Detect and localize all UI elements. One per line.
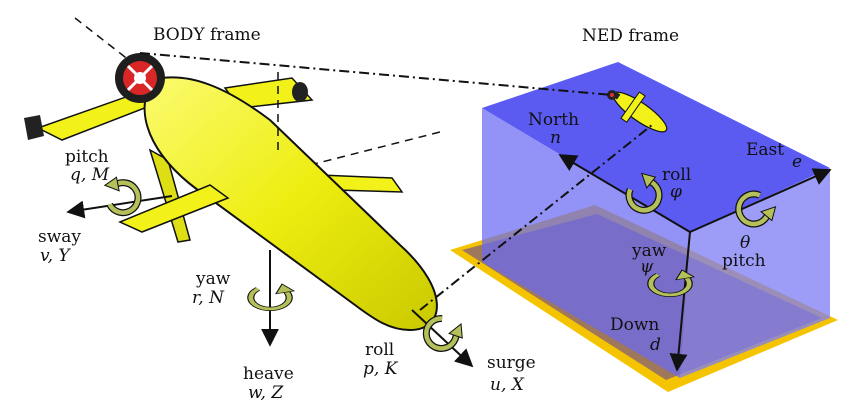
main-thruster (115, 53, 165, 103)
ned-roll-symbol: φ (670, 182, 682, 202)
ned-roll-label: roll (662, 165, 691, 185)
body-sway-symbol: v, Y (40, 246, 71, 266)
ned-north-symbol: n (550, 128, 561, 148)
ned-down-label: Down (610, 315, 659, 335)
ned-pitch-symbol: θ (740, 233, 750, 253)
ned-frame-title: NED frame (582, 26, 679, 46)
body-roll-label: roll (365, 340, 394, 360)
ned-east-label: East (746, 140, 784, 160)
connector-bottom (419, 124, 653, 311)
rear-left-propeller (24, 115, 44, 140)
ned-pitch-label: pitch (722, 251, 766, 271)
body-yaw-arrow (247, 283, 296, 311)
body-surge-symbol: u, X (490, 375, 525, 395)
body-pitch-arrow (103, 176, 142, 217)
body-roll-arrow (422, 314, 463, 352)
north-axis (558, 154, 691, 233)
body-pitch-label: pitch (65, 147, 109, 167)
ned-pitch-arrow (735, 190, 777, 228)
water-left-face (482, 108, 690, 378)
body-yaw-symbol: r, N (192, 288, 225, 308)
body-heave-symbol: w, Z (248, 383, 284, 403)
body-vehicle (24, 17, 441, 332)
ned-down-symbol: d (650, 335, 661, 355)
ned-north-label: North (528, 110, 579, 130)
ned-yaw-symbol: ψ (640, 257, 654, 277)
body-roll-symbol: p, K (363, 359, 399, 379)
body-sway-label: sway (38, 227, 81, 247)
ned-yaw-label: yaw (631, 241, 667, 261)
sway-axis (66, 195, 173, 219)
ned-east-symbol: e (792, 152, 802, 172)
body-heave-label: heave (243, 364, 294, 384)
water-top (482, 62, 830, 232)
body-pitch-symbol: q, M (70, 165, 110, 185)
ned-roll-arrow (625, 172, 663, 214)
ned-yaw-arrow (647, 269, 696, 297)
body-yaw-label: yaw (195, 269, 231, 289)
east-axis (689, 168, 832, 233)
surge-axis (411, 309, 474, 368)
hull (143, 76, 438, 332)
body-surge-label: surge (487, 353, 536, 373)
down-axis (669, 231, 691, 372)
ned-axes (558, 154, 832, 372)
connector-top (139, 52, 613, 96)
body-frame-title: BODY frame (153, 25, 261, 45)
body-axes (66, 195, 474, 368)
